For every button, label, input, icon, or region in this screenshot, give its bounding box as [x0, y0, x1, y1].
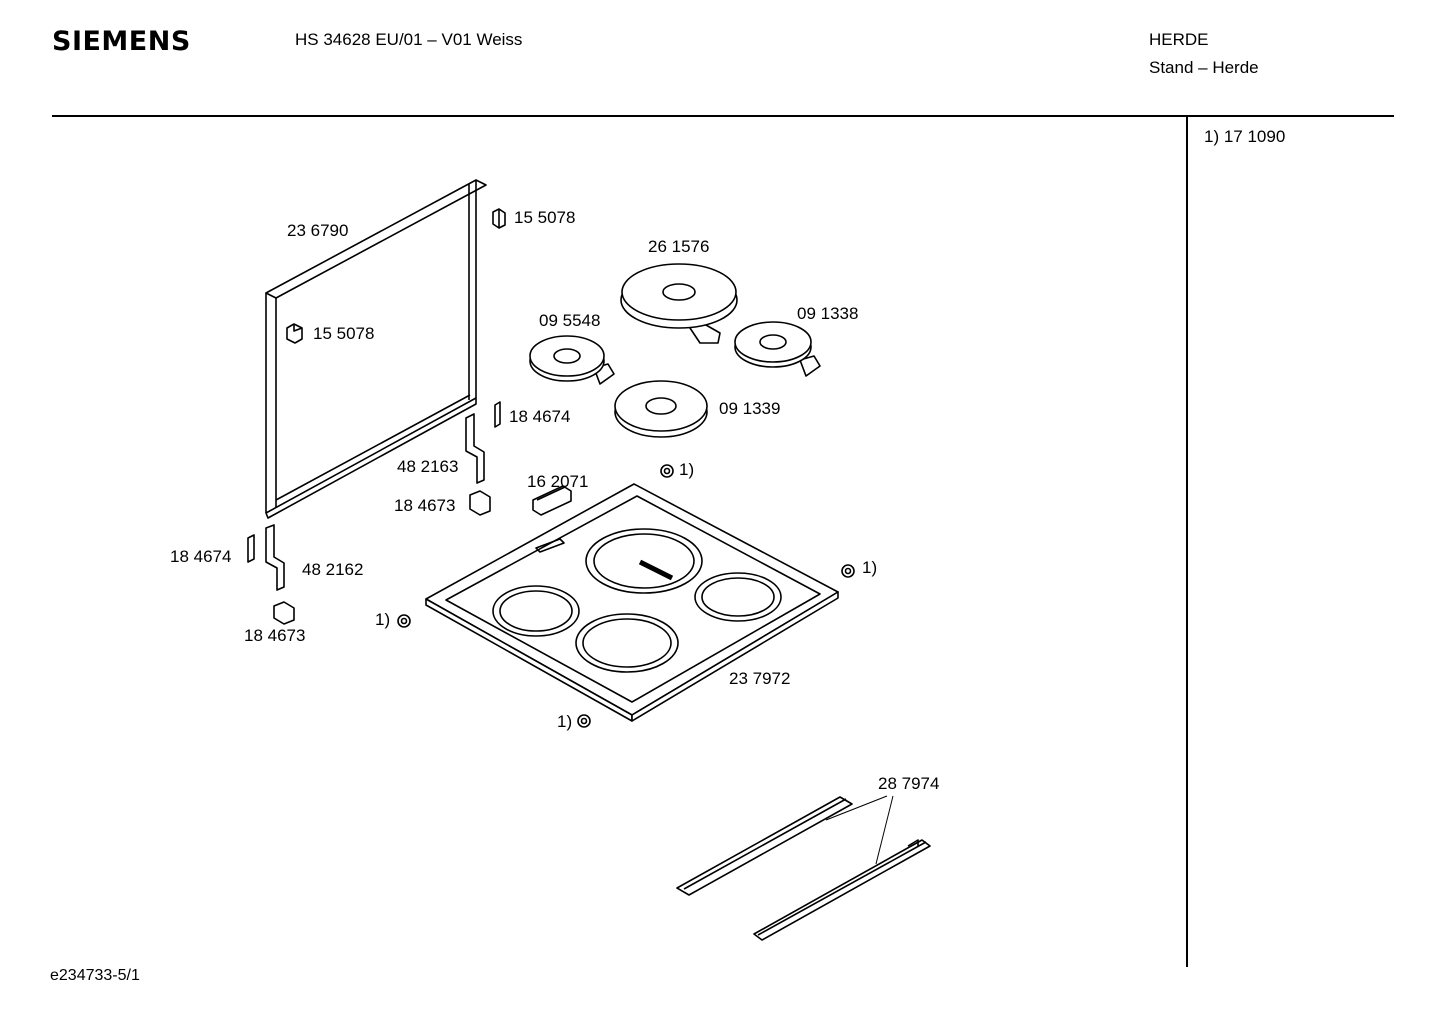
notes-divider: [1186, 117, 1188, 967]
header-divider: [52, 115, 1394, 117]
screw-a-icon: [660, 464, 674, 478]
label-bracket-lower: 48 2162: [302, 560, 363, 579]
hotplate-right: [734, 321, 821, 377]
label-connector: 16 2071: [527, 472, 588, 491]
label-holder-upper: 18 4673: [394, 496, 455, 515]
label-spring-upper: 18 4674: [509, 407, 570, 426]
label-spring-lower: 18 4674: [170, 547, 231, 566]
label-ref-b: 1): [862, 558, 877, 577]
spring-upper-icon: [494, 401, 501, 428]
model-title: HS 34628 EU/01 – V01 Weiss: [295, 30, 523, 49]
category-title: HERDE: [1149, 30, 1209, 49]
hotplate-large: [620, 263, 738, 344]
label-hob-trough: 23 7972: [729, 669, 790, 688]
rail-upper: [676, 796, 853, 896]
drawing-id: e234733-5/1: [50, 967, 140, 984]
label-frame: 23 6790: [287, 221, 348, 240]
hob-trough: [425, 483, 839, 722]
hotplate-left: [529, 335, 615, 385]
frame-panel: [265, 179, 487, 519]
bracket-upper-icon: [465, 413, 485, 484]
label-plate-large: 26 1576: [648, 237, 709, 256]
label-plate-right: 09 1338: [797, 304, 858, 323]
spring-lower-icon: [247, 534, 255, 563]
connector-icon: [532, 485, 572, 516]
label-clip-top: 15 5078: [514, 208, 575, 227]
label-bracket-upper: 48 2163: [397, 457, 458, 476]
screw-b-icon: [841, 564, 855, 578]
bracket-lower-icon: [265, 524, 285, 591]
label-holder-lower: 18 4673: [244, 626, 305, 645]
holder-lower-icon: [273, 601, 295, 625]
label-ref-c: 1): [375, 610, 390, 629]
hotplate-front: [614, 380, 708, 438]
subcategory-title: Stand – Herde: [1149, 58, 1259, 77]
note-1: 1) 17 1090: [1204, 127, 1286, 146]
label-rails: 28 7974: [878, 774, 939, 793]
label-plate-left: 09 5548: [539, 311, 600, 330]
screw-d-icon: [577, 714, 591, 728]
label-ref-d: 1): [557, 712, 572, 731]
brand-logo: SIEMENS: [52, 26, 191, 57]
label-plate-front: 09 1339: [719, 399, 780, 418]
screw-c-icon: [397, 614, 411, 628]
clip-top-icon: [492, 208, 506, 229]
label-ref-a: 1): [679, 460, 694, 479]
holder-upper-icon: [469, 490, 491, 516]
clip-side-icon: [286, 323, 303, 344]
rail-lower: [753, 839, 931, 941]
label-clip-side: 15 5078: [313, 324, 374, 343]
